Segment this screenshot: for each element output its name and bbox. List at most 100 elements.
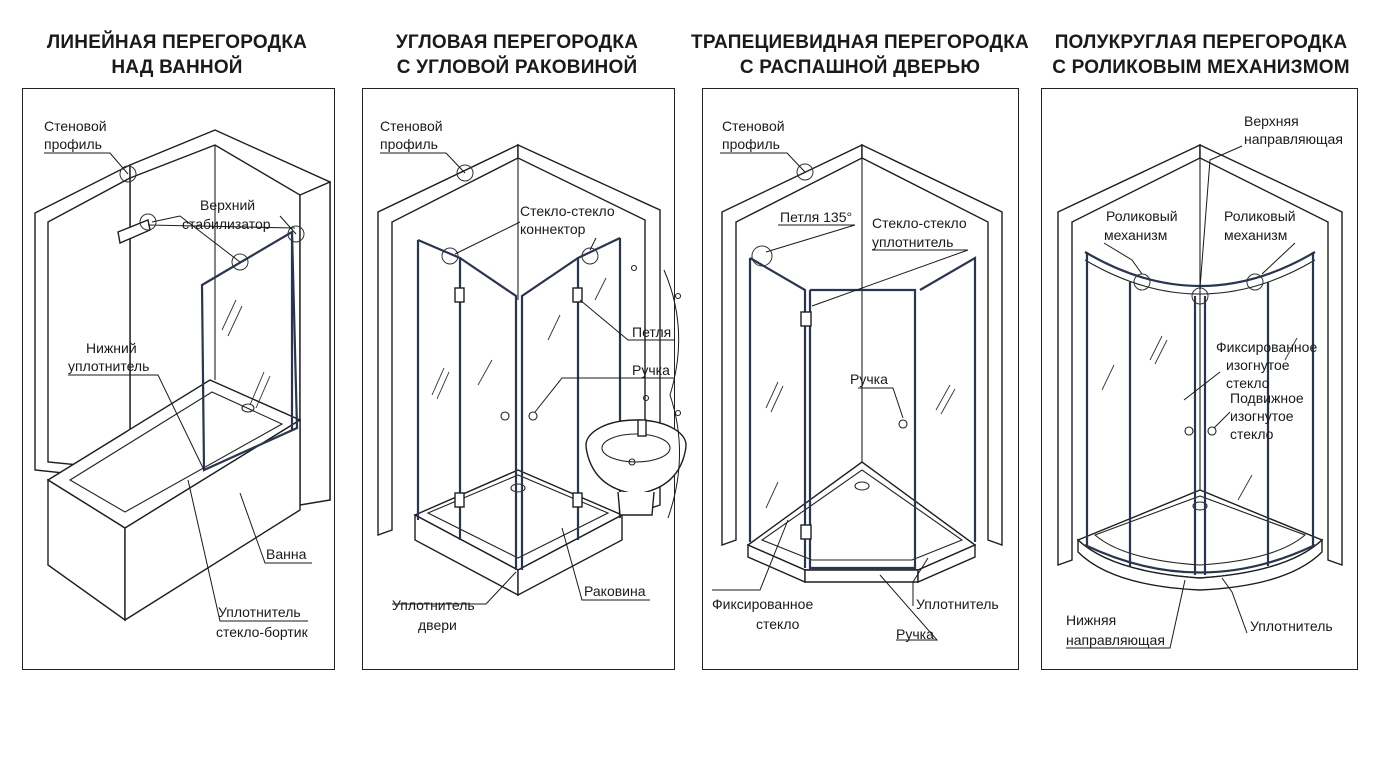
p4-handle-left xyxy=(1184,426,1194,436)
p2-drain xyxy=(510,483,526,493)
p4-reflection-4 xyxy=(1237,474,1253,501)
p4-label-moving-curved-2: изогнутое xyxy=(1230,408,1294,424)
p1-glass-reflection-4 xyxy=(255,375,271,409)
p2-reflection-2 xyxy=(436,371,450,400)
p2-left-fixed-glass xyxy=(417,238,462,540)
p3-tray-top xyxy=(746,461,977,571)
p3-label-fixed-glass-2: стекло xyxy=(756,616,800,632)
p4-label-fixed-curved-2: изогнутое xyxy=(1226,357,1290,373)
p1-callout-wall-profile xyxy=(119,165,137,183)
p4-label-roller-right-2: механизм xyxy=(1224,227,1287,243)
p1-leader-stab-right xyxy=(279,215,297,235)
p4-reflection-1 xyxy=(1101,364,1115,391)
p4-leader-bottom-rail xyxy=(1066,579,1186,649)
p3-label-wall-profile-1: Стеновой xyxy=(722,118,785,134)
p1-leader-bath xyxy=(239,492,312,564)
title-corner-line1: УГЛОВАЯ ПЕРЕГОРОДКА xyxy=(395,32,639,53)
p4-label-top-rail-2: направляющая xyxy=(1244,131,1343,147)
p3-hinge-bottom xyxy=(800,524,812,540)
p3-leader-fixed-glass xyxy=(712,519,789,591)
p3-label-handle-bottom: Ручка xyxy=(896,626,934,642)
p4-leader-roller-left xyxy=(1103,242,1143,275)
p2-handle-left xyxy=(500,411,510,421)
p1-drain xyxy=(241,403,255,413)
p4-top-rail-inner xyxy=(1084,259,1316,295)
p2-label-handle: Ручка xyxy=(632,362,670,378)
p2-screw-4 xyxy=(674,409,682,417)
p2-label-connector-1: Стекло-стекло xyxy=(520,203,615,219)
title-trapezoid-line2: С РАСПАШНОЙ ДВЕРЬЮ xyxy=(739,57,981,78)
p3-label-glass-seal-2: уплотнитель xyxy=(872,234,953,250)
p3-label-fixed-glass-1: Фиксированное xyxy=(712,596,813,612)
p2-reflection-1 xyxy=(431,367,445,396)
p4-label-seal: Уплотнитель xyxy=(1250,618,1333,634)
p1-right-wall-edge xyxy=(299,180,331,506)
p1-label-stabilizer-2: стабилизатор xyxy=(182,216,271,232)
p3-handle xyxy=(898,419,908,429)
corner-partition-drawing: Стеновой профиль Стекло-стекло коннектор… xyxy=(377,118,687,633)
p1-callout-stabilizer-left xyxy=(139,213,157,231)
title-semicircle-line1: ПОЛУКРУГЛАЯ ПЕРЕГОРОДКА xyxy=(1054,32,1348,53)
p2-faucet xyxy=(637,419,647,437)
p1-label-stabilizer-1: Верхний xyxy=(200,197,255,213)
p3-callout-hinge135 xyxy=(751,245,773,267)
p4-leader-roller-right xyxy=(1261,242,1296,275)
p2-label-connector-2: коннектор xyxy=(520,221,586,237)
p3-label-hinge135: Петля 135° xyxy=(780,209,852,225)
p1-bath-side xyxy=(124,418,301,622)
p3-reflection-1 xyxy=(765,381,779,409)
linear-partition-drawing: Стеновой профиль Верхний стабилизатор Ни… xyxy=(34,118,331,640)
p2-leader-connector-right xyxy=(589,237,597,251)
p1-leader-wall-profile xyxy=(44,152,129,175)
p2-reflection-3 xyxy=(477,359,493,386)
p4-leader-fixed-curved xyxy=(1183,371,1221,401)
p2-sink-basin xyxy=(601,433,671,463)
p2-sink-bowl xyxy=(585,446,687,495)
p2-handle-right xyxy=(528,411,538,421)
p2-hinge-bottom-left xyxy=(454,492,465,508)
p2-label-hinge: Петля xyxy=(632,324,671,340)
p4-label-roller-left-2: механизм xyxy=(1104,227,1167,243)
p1-label-glass-edge-seal-2: стекло-бортик xyxy=(216,624,309,640)
p2-right-door xyxy=(520,257,579,570)
p2-screw-3 xyxy=(642,394,650,402)
p3-label-glass-seal-1: Стекло-стекло xyxy=(872,215,967,231)
p3-right-fixed-glass xyxy=(919,256,977,542)
p2-label-wall-profile-1: Стеновой xyxy=(380,118,443,134)
p4-tray-front xyxy=(1077,538,1323,591)
p3-reflection-4 xyxy=(935,384,951,411)
p3-tray-inner xyxy=(760,469,964,561)
p3-tray-front-mid xyxy=(804,569,919,583)
p4-reflection-3 xyxy=(1154,339,1168,365)
p4-roller-right-icon xyxy=(1246,273,1264,291)
p2-left-wall xyxy=(377,143,519,536)
title-trapezoid-line1: ТРАПЕЦИЕВИДНАЯ ПЕРЕГОРОДКА xyxy=(691,32,1029,53)
p2-leader-connector-left xyxy=(454,221,521,255)
p2-leader-sink xyxy=(561,527,650,601)
p3-callout-wall-profile xyxy=(796,163,814,181)
p1-left-wall-inner xyxy=(47,176,131,471)
p3-label-seal: Уплотнитель xyxy=(916,596,999,612)
semicircle-partition-drawing: Верхняя направляющая Роликовый механизм … xyxy=(1057,113,1343,649)
p4-label-moving-curved-3: стекло xyxy=(1230,426,1274,442)
p2-callout-connector-left xyxy=(441,247,459,265)
p2-label-door-seal-2: двери xyxy=(418,617,457,633)
p2-hinge-top-right xyxy=(572,287,583,303)
p2-left-door xyxy=(459,257,518,570)
p3-reflection-3 xyxy=(765,481,779,509)
p4-label-bottom-rail-2: направляющая xyxy=(1066,632,1165,648)
p3-leader-wall-profile xyxy=(720,152,806,173)
title-linear-line2: НАД ВАННОЙ xyxy=(111,57,243,78)
p2-reflection-4 xyxy=(547,314,561,341)
p1-glass-reflection-2 xyxy=(227,305,243,337)
p1-label-bottom-seal-2: уплотнитель xyxy=(68,358,149,374)
p1-label-glass-edge-seal-1: Уплотнитель xyxy=(218,604,301,620)
p2-leader-wall-profile xyxy=(380,152,466,174)
title-linear-line1: ЛИНЕЙНАЯ ПЕРЕГОРОДКА xyxy=(46,32,308,53)
p1-glass-reflection-3 xyxy=(249,371,265,406)
p4-leader-seal xyxy=(1221,577,1248,634)
p1-leader-stab-mid xyxy=(179,215,241,263)
p1-glass-panel xyxy=(200,230,299,472)
p3-left-fixed-glass xyxy=(749,257,807,568)
